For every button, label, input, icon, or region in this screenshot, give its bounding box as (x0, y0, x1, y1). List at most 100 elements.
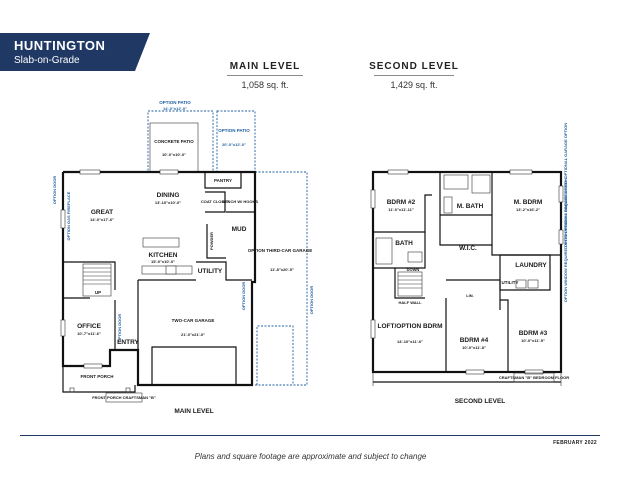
mbath-label: M. BATH (457, 203, 484, 210)
option-garage-label: OPTION THIRD-CAR GARAGE (248, 248, 313, 253)
front-porch-outline (62, 366, 136, 393)
second-level-area: 1,429 sq. ft. (390, 80, 438, 90)
window (159, 169, 179, 175)
main-stairs (82, 263, 112, 297)
lin-label: LIN. (466, 293, 474, 298)
wall-bdrm3 (500, 299, 509, 372)
option-door-right-label: OPTION DOOR (309, 286, 314, 315)
wall-stair-half (394, 268, 425, 299)
window (558, 229, 564, 245)
option-fireplace-label: OPTION GAS FIREPLACE (66, 191, 71, 240)
dining-dim: 13'-10"x10'-0" (155, 200, 181, 205)
great-label: GREAT (91, 209, 113, 216)
window (370, 189, 376, 209)
bath-vanity (407, 251, 423, 263)
stairs-down-label: DOWN (407, 267, 420, 272)
window (387, 169, 409, 175)
pantry-label: PANTRY (214, 178, 232, 183)
wall-utility (196, 261, 252, 281)
garage-door (151, 346, 237, 385)
second-stairs (397, 271, 423, 297)
window (509, 169, 533, 175)
dining-label: DINING (157, 192, 180, 199)
concrete-patio-dim: 10'-0"x10'-0" (162, 152, 186, 157)
kitchen-label: KITCHEN (149, 252, 178, 259)
main-level-rule (227, 75, 303, 76)
kitchen-range (165, 265, 177, 275)
loft-dim: 14'-10"x11'-6" (397, 339, 423, 344)
window (83, 363, 103, 369)
dryer (527, 279, 539, 289)
option-garage-outline (255, 171, 308, 386)
kitchen-dim: 15'-0"x10'-0" (151, 259, 175, 264)
craftsman-note-box (105, 392, 143, 403)
option-door-office-label: OPTION DOOR (117, 314, 122, 343)
wall-mbath (439, 172, 493, 246)
option-patio-right-outline (216, 110, 256, 173)
model-name: HUNTINGTON (14, 38, 106, 53)
wall-mbdrm-bottom (491, 245, 561, 256)
plan-date: FEBRUARY 2022 (553, 440, 597, 446)
bdrm3-label: BDRM #3 (519, 330, 548, 337)
powder-label: POWDER (209, 232, 214, 250)
bath-label: BATH (395, 240, 413, 247)
concrete-patio-label: CONCRETE PATIO (154, 139, 194, 144)
disclaimer: Plans and square footage are approximate… (194, 452, 427, 461)
bench-label: BENCH W/ HOOKS (222, 199, 258, 204)
model-banner: HUNTINGTON Slab-on-Grade (0, 33, 150, 71)
half-wall-label: HALF WALL (398, 300, 422, 305)
bdrm4-dim: 10'-0"x11'-8" (462, 345, 486, 350)
master-tub (443, 174, 469, 190)
option-patio-right-dim: 20'-0"x12'-0" (222, 142, 246, 147)
craftsman-note-main: FRONT PORCH CRAFTSMAN "B" (92, 395, 156, 400)
bdrm2-dim: 11'-0"x11'-11" (388, 207, 414, 212)
window (558, 185, 564, 203)
main-level-heading: MAIN LEVEL 1,058 sq. ft. (225, 61, 305, 90)
wic-label: W.I.C. (459, 245, 477, 252)
stairs-up-label: UP (95, 290, 101, 295)
window (370, 319, 376, 339)
mbdrm-dim: 13'-2"x16'-2" (516, 207, 540, 212)
mud-label: MUD (232, 226, 247, 233)
laundry-label: LAUNDRY (515, 262, 547, 269)
bath-tub (375, 237, 393, 265)
window (60, 209, 66, 229)
craftsman-note-box-second (513, 372, 555, 383)
washer (515, 279, 527, 289)
two-car-label: TWO-CAR GARAGE (172, 318, 215, 323)
main-level-plan: OPTION PATIO 14'-0"x12'-0" CONCRETE PATI… (52, 100, 314, 415)
bdrm3-dim: 10'-0"x11'-5" (521, 338, 545, 343)
option-garage-dim: 11'-8"x20'-5" (270, 267, 294, 272)
option-window-upper-label: OPTION WINDOW REQUIRED WITH OPTIONAL GAR… (563, 123, 568, 247)
main-level-title: MAIN LEVEL (229, 61, 301, 72)
mbdrm-label: M. BDRM (514, 199, 543, 206)
footer-rule (20, 435, 600, 436)
wall-office (63, 261, 116, 290)
master-shower (471, 174, 491, 194)
great-dim: 14'-0"x17'-6" (90, 217, 114, 222)
wall-bath (373, 232, 426, 269)
wall-pantry (204, 172, 242, 189)
window (465, 369, 485, 375)
model-foundation: Slab-on-Grade (14, 55, 80, 66)
two-car-dim: 21'-0"x21'-0" (181, 332, 205, 337)
front-porch-label: FRONT PORCH (81, 374, 114, 379)
option-door-garage-label: OPTION DOOR (241, 282, 246, 311)
office-dim: 10'-7"x11'-6" (77, 331, 101, 336)
coat-closet-label: COAT CLOSET (201, 199, 230, 204)
wall-powder (206, 224, 226, 259)
option-patio-top-dim: 14'-0"x12'-0" (163, 106, 187, 111)
master-vanity (443, 196, 453, 214)
concrete-patio-outline (149, 122, 199, 173)
option-door-left-label: OPTION DOOR (52, 176, 57, 205)
second-level-rule (374, 75, 454, 76)
second-level-caption: SECOND LEVEL (455, 398, 506, 405)
bdrm2-label: BDRM #2 (387, 199, 416, 206)
main-level-caption: MAIN LEVEL (174, 408, 213, 415)
porch-post-right (125, 387, 131, 393)
main-level-area: 1,058 sq. ft. (241, 80, 289, 90)
entry-label: ENTRY (117, 339, 139, 346)
second-level-plan: BDRM #2 11'-0"x11'-11" M. BATH M. BDRM 1… (370, 123, 569, 405)
second-level-heading: SECOND LEVEL 1,429 sq. ft. (368, 61, 460, 90)
